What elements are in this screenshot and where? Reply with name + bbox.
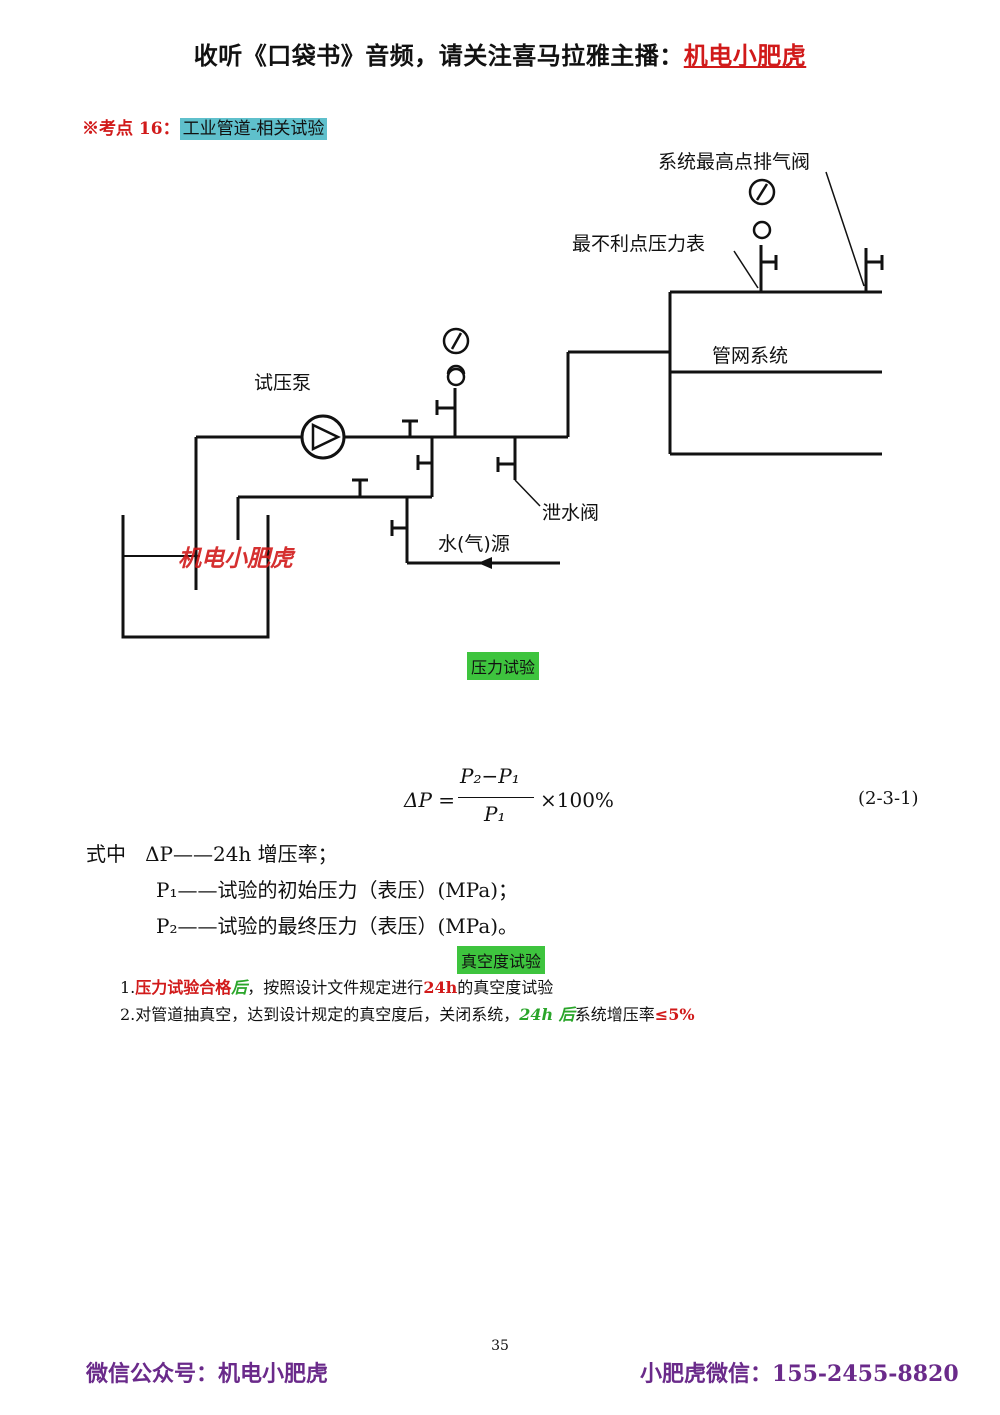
gauge-network-icon bbox=[748, 178, 776, 240]
formula-lhs: ΔP = bbox=[404, 788, 456, 812]
label-pump: 试压泵 bbox=[254, 372, 311, 394]
vacuum-item-2: 2.对管道抽真空，达到设计规定的真空度后，关闭系统，24h 后系统增压率≤5% bbox=[120, 1005, 695, 1024]
label-network: 管网系统 bbox=[712, 345, 788, 367]
page-number: 35 bbox=[491, 1338, 509, 1354]
key-point-heading: ※考点 16：工业管道-相关试验 bbox=[82, 114, 328, 140]
equation-number: (2-3-1) bbox=[858, 788, 919, 809]
vacuum-item-1: 1.压力试验合格后，按照设计文件规定进行24h的真空度试验 bbox=[120, 978, 554, 997]
footer-wechat-contact: 小肥虎微信：155-2455-8820 bbox=[640, 1361, 959, 1387]
definition-item: P₂——试验的最终压力（表压）(MPa)。 bbox=[156, 914, 519, 938]
gauge-main-icon bbox=[442, 327, 470, 387]
key-point-mark: ※考点 16： bbox=[82, 119, 180, 139]
definition-item: ΔP——24h 增压率； bbox=[145, 842, 338, 866]
label-vent-valve: 系统最高点排气阀 bbox=[658, 151, 810, 173]
header-brand-link[interactable]: 机电小肥虎 bbox=[683, 41, 807, 70]
vacuum-test-title: 真空度试验 bbox=[457, 946, 546, 974]
watermark: 机电小肥虎 bbox=[178, 546, 296, 572]
tank bbox=[121, 515, 270, 639]
label-source: 水(气)源 bbox=[438, 533, 510, 555]
pump-icon bbox=[300, 414, 346, 460]
network-box bbox=[668, 290, 882, 456]
definitions-intro: 式中 bbox=[86, 842, 126, 866]
fraction-bar bbox=[458, 797, 534, 798]
label-drain-valve: 泄水阀 bbox=[542, 502, 599, 524]
formula-multiplier: ×100% bbox=[540, 788, 614, 812]
figure-caption: 压力试验 bbox=[467, 652, 540, 680]
formula-numerator: P₂−P₁ bbox=[460, 764, 520, 788]
key-point-topic: 工业管道-相关试验 bbox=[179, 118, 328, 140]
footer-wechat-account: 微信公众号：机电小肥虎 bbox=[86, 1361, 329, 1387]
definitions: 式中 ΔP——24h 增压率； P₁——试验的初始压力（表压）(MPa)； P₂… bbox=[86, 836, 518, 944]
definition-item: P₁——试验的初始压力（表压）(MPa)； bbox=[156, 878, 519, 902]
formula-denominator: P₁ bbox=[484, 802, 506, 826]
formula: ΔP = P₂−P₁ P₁ ×100% bbox=[400, 760, 630, 830]
pressure-test-diagram: 系统最高点排气阀 最不利点压力表 管网系统 试压泵 泄水阀 水(气)源 机电小肥… bbox=[121, 151, 884, 639]
header-prefix: 收听《口袋书》音频，请关注喜马拉雅主播： bbox=[193, 41, 684, 70]
flow-arrow-icon bbox=[478, 557, 492, 569]
header-banner: 收听《口袋书》音频，请关注喜马拉雅主播：机电小肥虎 bbox=[0, 36, 1000, 71]
label-pressure-gauge: 最不利点压力表 bbox=[572, 233, 705, 255]
